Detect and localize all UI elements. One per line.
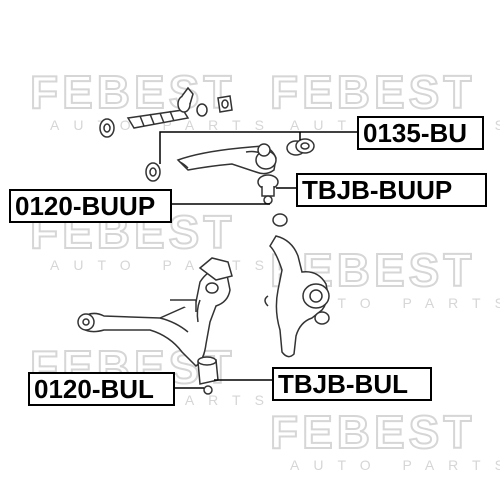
watermark-6: FEBEST AUTO PARTS <box>269 405 500 473</box>
bushing-upper-arm <box>145 162 161 182</box>
svg-text:AUTO PARTS: AUTO PARTS <box>290 457 500 473</box>
nut-right <box>217 95 233 113</box>
part-label-0120-buup: 0120-BUUP <box>9 189 172 223</box>
part-label-tbjb-bul: TBJB-BUL <box>272 367 432 401</box>
part-label-0135-bu: 0135-BU <box>357 116 484 150</box>
ball-joint-upper <box>257 174 279 205</box>
washer-mid <box>196 103 208 117</box>
leader-0135-bu <box>159 131 357 164</box>
upper-hardware <box>99 86 315 182</box>
svg-text:AUTO PARTS: AUTO PARTS <box>50 257 278 273</box>
lower-control-arm <box>77 257 233 367</box>
bushing-small-left <box>99 118 115 138</box>
bushing-0135-bu <box>286 138 315 156</box>
adjuster-bolt <box>126 86 194 129</box>
part-label-tbjb-buup: TBJB-BUUP <box>296 173 487 207</box>
svg-text:FEBEST: FEBEST <box>270 406 475 458</box>
part-label-0120-bul: 0120-BUL <box>28 372 175 406</box>
steering-knuckle <box>264 235 330 358</box>
leader-lines <box>159 131 357 389</box>
svg-text:FEBEST: FEBEST <box>270 66 475 118</box>
upper-control-arm <box>176 143 277 175</box>
bushing-knuckle-top <box>272 213 288 227</box>
svg-text:AUTO PARTS: AUTO PARTS <box>290 295 500 311</box>
